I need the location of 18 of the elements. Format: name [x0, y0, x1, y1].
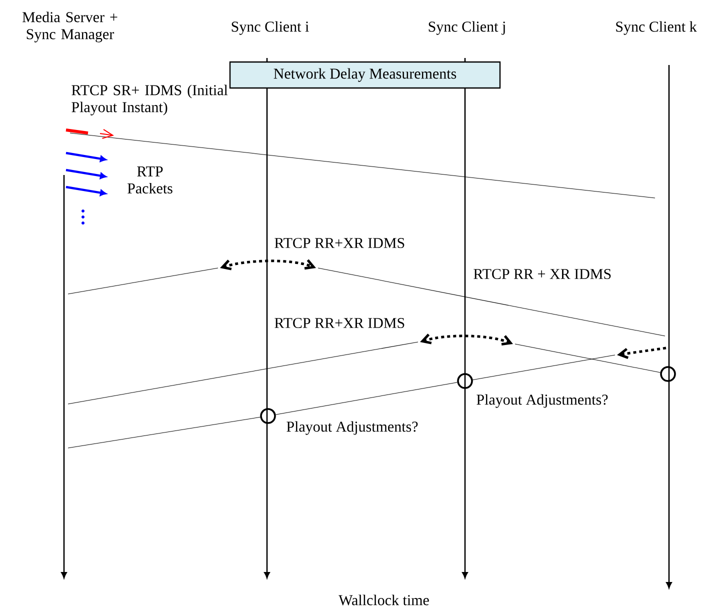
- message-label: RTP Packets: [128, 166, 172, 194]
- message-label: RTCP RR + XR IDMS: [474, 268, 611, 280]
- measurement-box: Network Delay Measurements: [229, 61, 501, 89]
- message-line: [514, 344, 660, 373]
- playout-marker: [260, 408, 276, 424]
- message-label: RTCP SR+ IDMS (Initial Playout Instant): [72, 84, 228, 116]
- axis-label: Wallclock time: [338, 594, 429, 606]
- participant-label: Media Server + Sync Manager: [22, 12, 118, 42]
- playout-marker: [660, 366, 676, 382]
- annotation-text: Playout Adjustments?: [286, 421, 418, 435]
- participant-label: Sync Client k: [616, 21, 697, 35]
- participant-label: Sync Client j: [428, 21, 505, 35]
- message-label: RTCP RR+XR IDMS: [274, 238, 404, 248]
- playout-marker: [457, 373, 473, 389]
- message-line: [276, 382, 458, 415]
- annotation-text: Playout Adjustments?: [476, 394, 608, 408]
- message-label: RTCP RR+XR IDMS: [274, 318, 404, 328]
- participant-label: Sync Client i: [232, 21, 309, 35]
